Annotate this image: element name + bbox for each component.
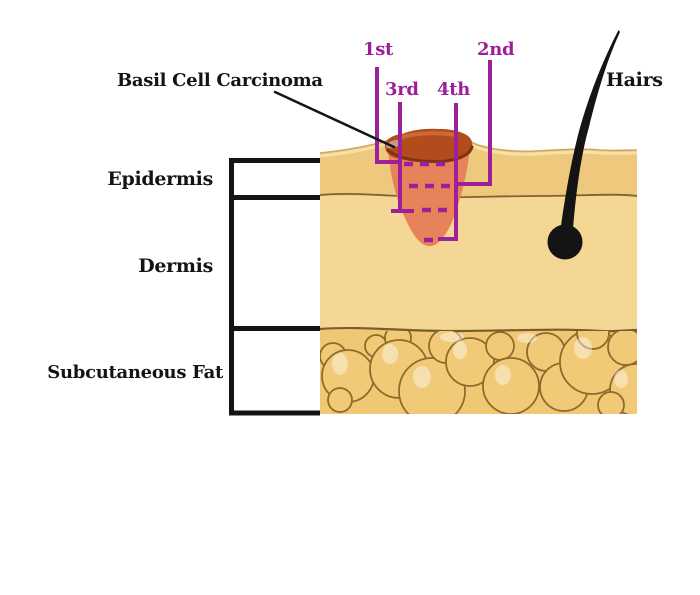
label-subcutaneous-fat: Subcutaneous Fat <box>47 362 223 383</box>
epidermis-layer <box>320 134 637 196</box>
carcinoma-rim-sheen <box>398 131 458 140</box>
dermis-fat-boundary <box>319 326 638 333</box>
hair <box>547 30 620 260</box>
dermis-layer <box>320 190 637 331</box>
fat-bubbles <box>320 331 637 414</box>
layer-bracket <box>229 158 320 416</box>
margin-line-1st <box>375 67 400 164</box>
margin-line-3rd <box>391 102 414 213</box>
margin-lines <box>375 60 492 243</box>
label-basal-cell-carcinoma: Basil Cell Carcinoma <box>117 70 323 91</box>
skin-cross-section <box>319 133 638 414</box>
carcinoma-shape <box>384 128 474 247</box>
label-hairs: Hairs <box>606 69 663 91</box>
label-margin-1st: 1st <box>363 39 394 60</box>
label-margin-4th: 4th <box>437 79 471 100</box>
label-epidermis: Epidermis <box>107 168 213 190</box>
carcinoma-body <box>388 148 470 247</box>
epidermis-dermis-boundary <box>319 193 638 199</box>
hair-bulb <box>547 224 583 260</box>
margin-line-2nd <box>458 60 492 186</box>
label-margin-3rd: 3rd <box>385 79 419 100</box>
carcinoma-leader-line <box>273 90 396 149</box>
margin-line-4th <box>438 103 458 241</box>
label-dermis: Dermis <box>138 255 213 277</box>
label-margin-2nd: 2nd <box>477 39 515 60</box>
hair-shaft <box>561 30 620 229</box>
